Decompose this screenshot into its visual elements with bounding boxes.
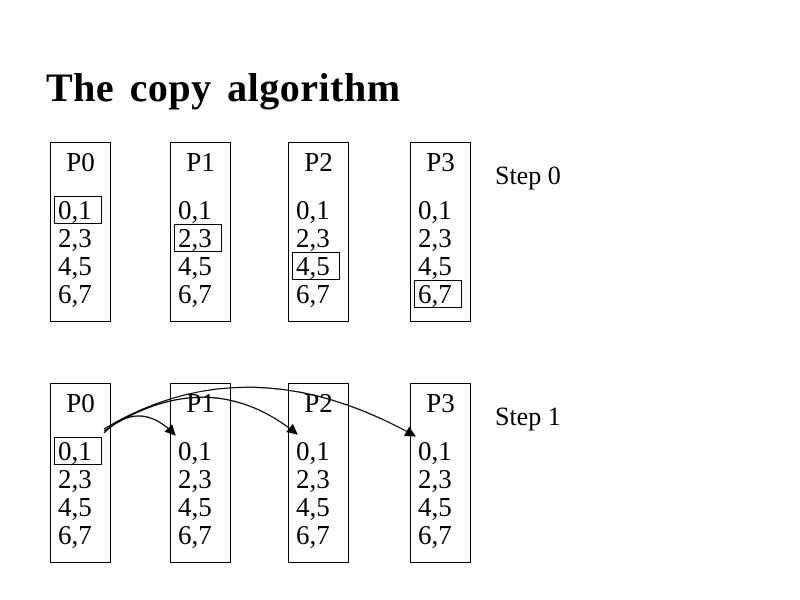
memory-rows: 0,1 2,3 4,5 6,7 [289,437,348,549]
processor-box-step1-p3: P3 0,1 2,3 4,5 6,7 [410,383,471,563]
memory-row: 4,5 [418,251,452,281]
processor-box-step0-p3: P3 0,1 2,3 4,5 6,7 [410,142,471,322]
memory-row: 0,1 [418,195,452,225]
memory-row: 4,5 [178,251,212,281]
memory-row: 6,7 [296,520,330,550]
processor-header: P1 [186,147,215,177]
memory-row: 4,5 [58,492,92,522]
processor-header: P0 [66,388,95,418]
processor-header: P2 [304,147,333,177]
memory-row: 2,3 [418,464,452,494]
memory-row: 2,3 [296,223,330,253]
memory-row: 6,7 [411,280,470,308]
memory-row: 0,1 [51,437,110,465]
processor-box-step0-p0: P0 0,1 2,3 4,5 6,7 [50,142,111,322]
memory-rows: 0,1 2,3 4,5 6,7 [411,437,470,549]
processor-header: P3 [426,147,455,177]
copy-arrow-p0-to-p3 [103,386,416,437]
memory-row: 4,5 [289,252,348,280]
memory-row: 6,7 [58,279,92,309]
memory-row: 0,1 [178,436,212,466]
copy-arrow-p0-to-p1 [103,415,176,436]
step-1-label: Step 1 [495,402,561,431]
memory-row: 4,5 [296,492,330,522]
memory-row: 0,1 [296,436,330,466]
memory-row: 0,1 [418,436,452,466]
memory-row: 4,5 [418,492,452,522]
memory-rows: 0,1 2,3 4,5 6,7 [51,196,110,308]
memory-rows: 0,1 2,3 4,5 6,7 [411,196,470,308]
memory-row: 6,7 [418,520,452,550]
memory-rows: 0,1 2,3 4,5 6,7 [171,196,230,308]
processor-header: P3 [426,388,455,418]
processor-header: P1 [186,388,215,418]
memory-row: 4,5 [58,251,92,281]
processor-box-step0-p1: P1 0,1 2,3 4,5 6,7 [170,142,231,322]
memory-row: 2,3 [58,223,92,253]
memory-row: 2,3 [178,464,212,494]
processor-box-step0-p2: P2 0,1 2,3 4,5 6,7 [288,142,349,322]
processor-header: P0 [66,147,95,177]
memory-row: 6,7 [178,279,212,309]
processor-header: P2 [304,388,333,418]
memory-row: 0,1 [296,195,330,225]
memory-row: 0,1 [178,195,212,225]
memory-row: 2,3 [296,464,330,494]
slide-title: The copy algorithm [46,65,401,110]
memory-rows: 0,1 2,3 4,5 6,7 [171,437,230,549]
memory-row: 2,3 [418,223,452,253]
step-0-label: Step 0 [495,161,561,190]
memory-row: 6,7 [178,520,212,550]
memory-row: 6,7 [296,279,330,309]
memory-row: 0,1 [51,196,110,224]
processor-box-step1-p0: P0 0,1 2,3 4,5 6,7 [50,383,111,563]
processor-box-step1-p1: P1 0,1 2,3 4,5 6,7 [170,383,231,563]
processor-box-step1-p2: P2 0,1 2,3 4,5 6,7 [288,383,349,563]
memory-row: 6,7 [58,520,92,550]
memory-row: 2,3 [171,224,230,252]
memory-row: 2,3 [58,464,92,494]
memory-rows: 0,1 2,3 4,5 6,7 [51,437,110,549]
memory-row: 4,5 [178,492,212,522]
memory-rows: 0,1 2,3 4,5 6,7 [289,196,348,308]
